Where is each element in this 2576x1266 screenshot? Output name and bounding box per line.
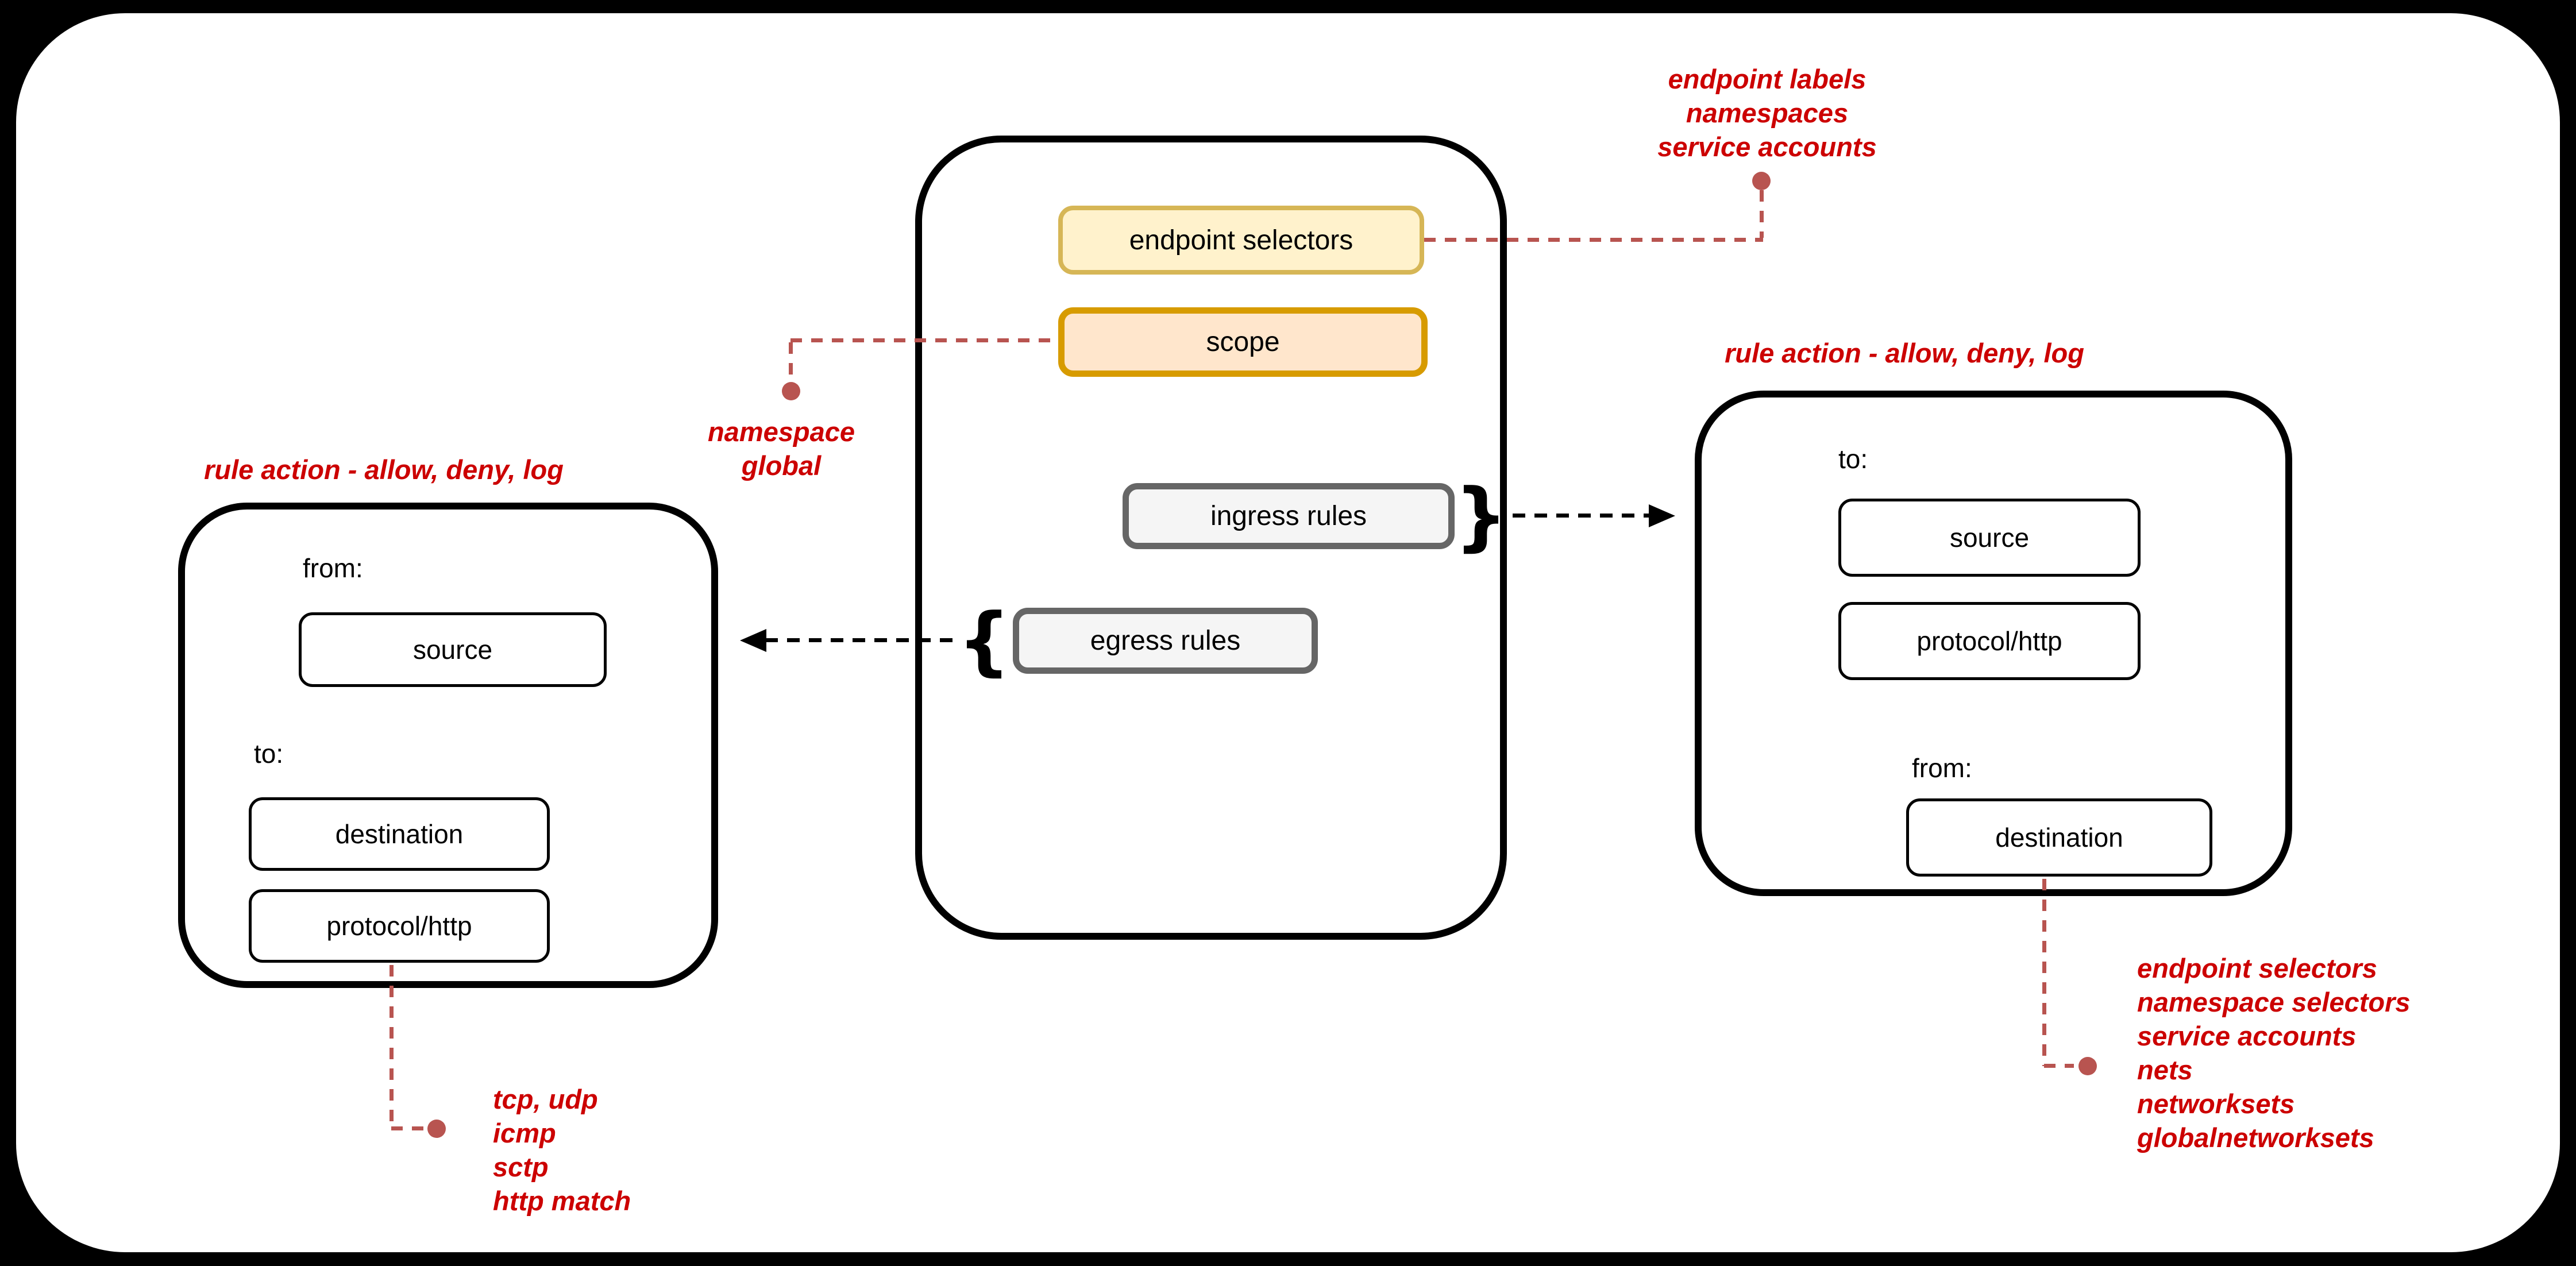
- destination-connector-dot: [2078, 1057, 2097, 1075]
- egress-arrowhead-icon: [740, 629, 766, 652]
- ingress-protocol-box: protocol/http: [1838, 602, 2141, 680]
- protocol-connector-dot: [427, 1120, 446, 1138]
- destination-values-annotation: endpoint selectors namespace selectors s…: [2137, 953, 2411, 1153]
- egress-destination-label: destination: [335, 819, 464, 849]
- egress-from-label: from:: [303, 553, 363, 583]
- selector-values-annotation: endpoint labels namespaces service accou…: [1657, 64, 1877, 162]
- scope-values-annotation: namespace global: [707, 416, 855, 481]
- ingress-source-label: source: [1949, 523, 2030, 553]
- ingress-rules-box: ingress rules: [1123, 483, 1455, 549]
- egress-protocol-label: protocol/http: [326, 911, 472, 941]
- endpoint-selectors-label: endpoint selectors: [1129, 225, 1353, 256]
- ingress-rule-action-title: rule action - allow, deny, log: [1725, 338, 2084, 368]
- policy-container: [915, 136, 1507, 940]
- destination-connector-h: [2044, 1064, 2074, 1068]
- ingress-destination-label: destination: [1995, 823, 2123, 852]
- egress-destination-box: destination: [249, 797, 550, 871]
- ingress-protocol-label: protocol/http: [1916, 626, 2062, 656]
- egress-rules-label: egress rules: [1090, 626, 1241, 656]
- protocol-connector-h: [391, 1126, 425, 1130]
- egress-rules-box: egress rules: [1013, 608, 1318, 674]
- ingress-brace-icon: }: [1454, 472, 1508, 559]
- ingress-to-label: to:: [1838, 444, 1868, 474]
- egress-to-label: to:: [254, 739, 284, 769]
- scope-label: scope: [1206, 327, 1280, 357]
- endpoint-selectors-box: endpoint selectors: [1058, 206, 1424, 275]
- ingress-rules-label: ingress rules: [1210, 501, 1367, 531]
- selector-connector-h: [1424, 238, 1763, 242]
- egress-arrow-line: [765, 638, 955, 642]
- scope-connector-h: [790, 338, 1058, 342]
- selector-connector-dot: [1752, 172, 1771, 190]
- egress-source-label: source: [412, 635, 493, 665]
- protocol-values-annotation: tcp, udp icmp sctp http match: [493, 1084, 631, 1216]
- scope-connector-dot: [782, 382, 800, 400]
- protocol-connector-v: [390, 965, 394, 1129]
- egress-protocol-box: protocol/http: [249, 889, 550, 963]
- scope-box: scope: [1058, 307, 1428, 377]
- ingress-source-box: source: [1838, 499, 2141, 577]
- egress-source-box: source: [299, 612, 607, 687]
- destination-connector-v: [2042, 879, 2046, 1066]
- ingress-arrowhead-icon: [1649, 504, 1675, 527]
- scope-connector-v: [789, 342, 793, 383]
- ingress-from-label: from:: [1912, 753, 1972, 783]
- ingress-destination-box: destination: [1906, 798, 2212, 877]
- egress-rule-action-title: rule action - allow, deny, log: [204, 454, 564, 485]
- selector-connector-v: [1760, 190, 1764, 238]
- egress-brace-icon: {: [957, 597, 1011, 684]
- ingress-arrow-line: [1513, 514, 1650, 518]
